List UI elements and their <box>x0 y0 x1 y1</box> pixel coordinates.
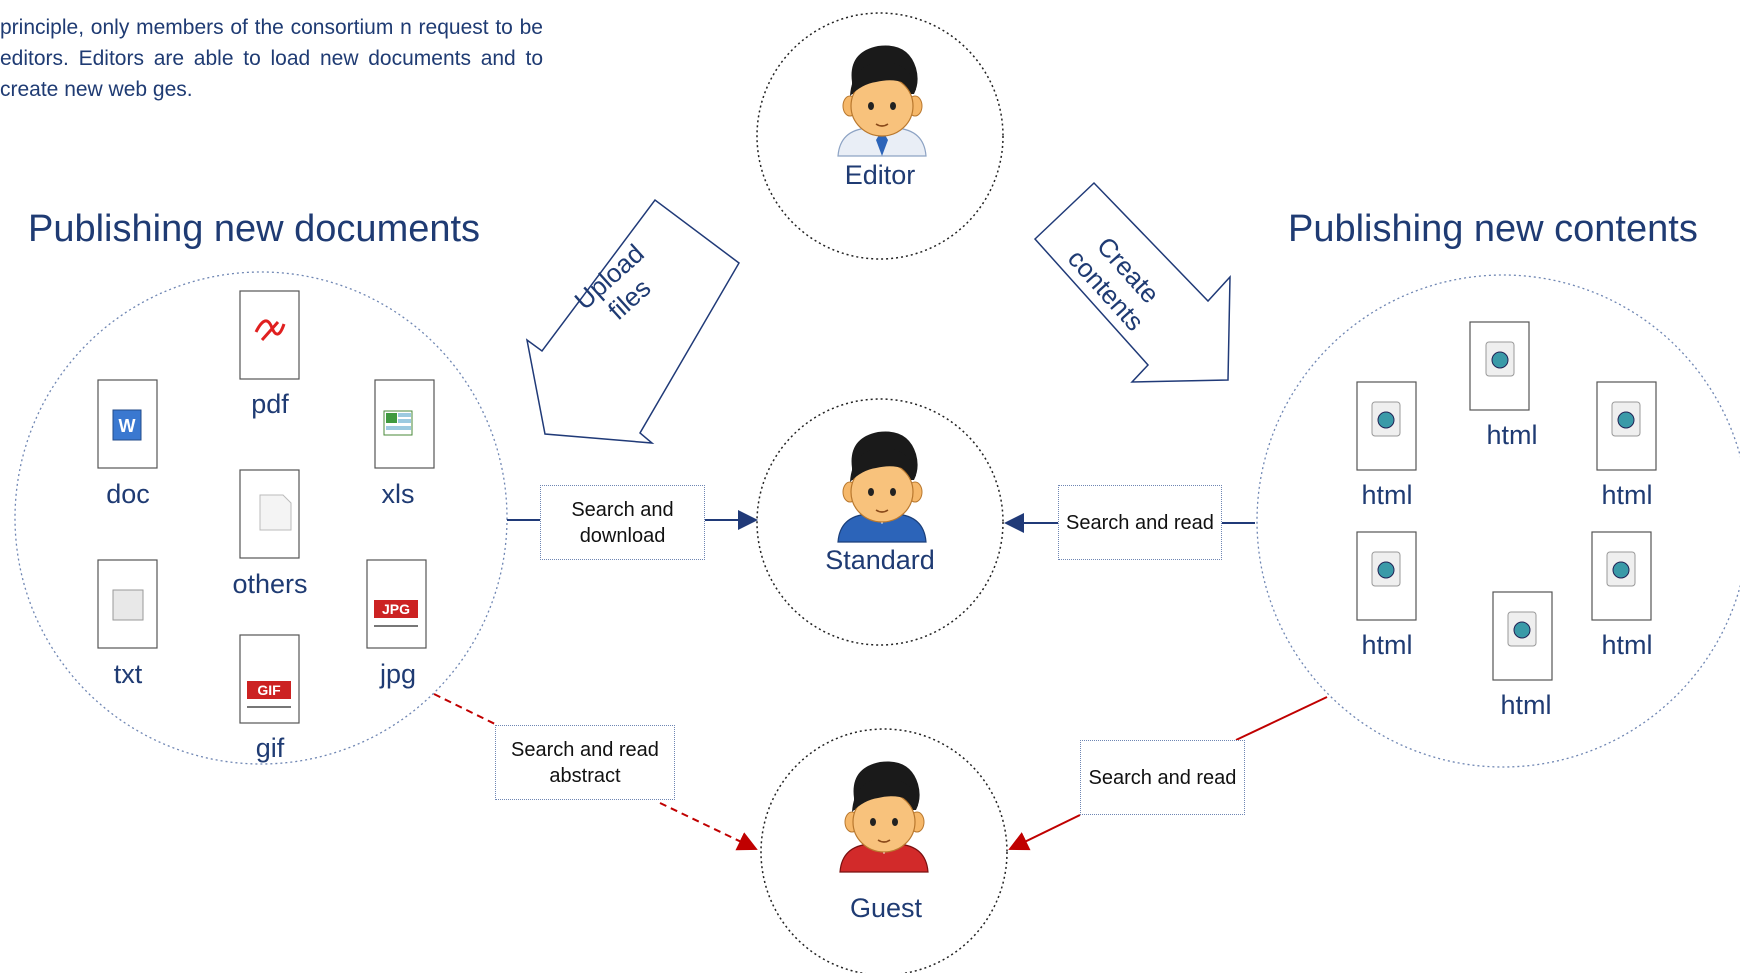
user-standard-icon <box>837 430 927 543</box>
pdf-file-icon <box>239 290 300 380</box>
blank-file-icon <box>239 469 300 559</box>
html-file-icon <box>1596 381 1657 471</box>
html-label: html <box>1500 690 1552 720</box>
svg-text:W: W <box>119 416 136 436</box>
html-label: html <box>1486 420 1538 450</box>
guest-label: Guest <box>849 893 923 923</box>
user-editor-icon <box>837 44 927 157</box>
html-label: html <box>1601 480 1653 510</box>
html-file-icon <box>1492 591 1553 681</box>
svg-text:GIF: GIF <box>257 682 281 698</box>
search-read-guest-box: Search and read <box>1080 740 1245 815</box>
editor-label: Editor <box>844 160 916 190</box>
intro-text: principle, only members of the consortiu… <box>0 16 543 101</box>
gif-file-icon: GIF <box>239 634 300 724</box>
search-read-box: Search and read <box>1058 485 1222 560</box>
text-file-icon <box>97 559 158 649</box>
jpg-file-icon: JPG <box>366 559 427 649</box>
doc-label: doc <box>106 479 150 509</box>
contents-circle <box>1256 274 1740 768</box>
xls-label: xls <box>381 479 415 509</box>
html-label: html <box>1601 630 1653 660</box>
excel-file-icon <box>374 379 435 469</box>
html-file-icon <box>1469 321 1530 411</box>
connector-abstract-guest <box>659 802 758 851</box>
pdf-label: pdf <box>251 389 289 419</box>
editor-circle <box>756 12 1004 260</box>
upload-files-arrow <box>525 198 740 444</box>
contents-title: Publishing new contents <box>1288 208 1698 250</box>
others-label: others <box>232 569 308 599</box>
jpg-label: jpg <box>379 659 417 689</box>
user-guest-icon <box>839 760 929 873</box>
create-contents-arrow <box>1033 181 1231 383</box>
html-file-icon <box>1356 531 1417 621</box>
standard-label: Standard <box>825 545 935 575</box>
documents-circle <box>14 271 508 765</box>
txt-label: txt <box>113 659 143 689</box>
connector-contents-guest-top <box>1235 696 1328 741</box>
guest-circle <box>760 728 1008 973</box>
search-download-box: Search and download <box>540 485 705 560</box>
gif-label: gif <box>255 733 285 763</box>
html-label: html <box>1361 630 1413 660</box>
svg-text:JPG: JPG <box>382 601 410 617</box>
word-file-icon: W <box>97 379 158 469</box>
connector-contents-guest <box>1008 814 1081 851</box>
search-read-abstract-box: Search and read abstract <box>495 725 675 800</box>
connector-docs-abstract <box>433 693 496 725</box>
html-label: html <box>1361 480 1413 510</box>
html-file-icon <box>1356 381 1417 471</box>
documents-title: Publishing new documents <box>28 208 481 250</box>
html-file-icon <box>1591 531 1652 621</box>
